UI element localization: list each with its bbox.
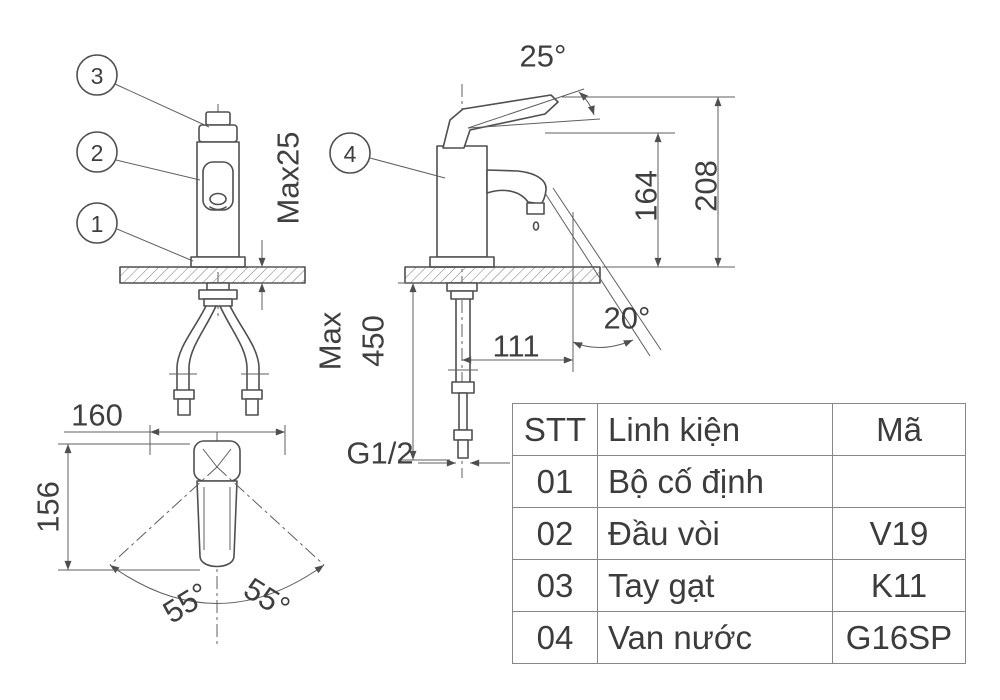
- pipe-coupler: [451, 381, 475, 394]
- dim-111-label: 111: [492, 329, 539, 364]
- hose-left-end: [177, 398, 191, 416]
- header-part: Linh kiện: [597, 403, 833, 456]
- callout-2-leader: [115, 159, 201, 181]
- handle-cap-front: [205, 111, 231, 126]
- body-top-view: [196, 480, 238, 568]
- callout-4-leader: [369, 157, 446, 179]
- swing-line-left: [109, 466, 218, 566]
- washer-side: [450, 290, 474, 300]
- aerator-side: [526, 202, 545, 215]
- pipe-thin: [458, 392, 468, 431]
- hose-left-inner: [188, 305, 217, 391]
- dim-156-label: 156: [31, 481, 66, 533]
- row-2-code: V19: [832, 507, 966, 560]
- row-4-part: Van nước: [597, 611, 833, 664]
- hose-left-fitting: [173, 389, 195, 400]
- parts-table: STT Linh kiện Mã 01 Bộ cố định 02 Đầu vò…: [512, 403, 966, 664]
- row-3-part: Tay gạt: [597, 559, 833, 612]
- countertop-hatch-side: [405, 267, 600, 283]
- hose-left-outer: [176, 305, 207, 391]
- swing-line-right: [216, 466, 325, 566]
- dim-25deg-label: 25°: [520, 39, 567, 74]
- handle-detail-line: [202, 448, 218, 468]
- callout-3-leader: [114, 83, 210, 128]
- callout-3-balloon: [76, 54, 118, 96]
- angle25-arc: [578, 91, 595, 116]
- dim-20deg-label: 20°: [604, 301, 651, 336]
- row-1-stt: 01: [512, 455, 598, 508]
- row-2-part: Đầu vòi: [597, 507, 833, 560]
- callout-2-number: 2: [91, 140, 104, 166]
- callout-4-balloon: [329, 132, 371, 174]
- table-row: 03 Tay gạt K11: [512, 559, 966, 612]
- spout-side: [486, 169, 547, 205]
- base-flange-front: [190, 256, 246, 268]
- angle20-ray-1: [544, 192, 651, 357]
- angle20-arc: [572, 339, 634, 349]
- handle-detail-line: [216, 448, 232, 468]
- callout-1-leader: [116, 228, 194, 262]
- base-flange-side: [429, 256, 495, 268]
- callout-1-number: 1: [91, 211, 104, 237]
- handle-lever-front: [198, 124, 238, 143]
- dim-g12-label: G1/2: [346, 436, 413, 471]
- angle25-ray-1: [467, 88, 585, 129]
- row-3-stt: 03: [512, 559, 598, 612]
- countertop-side: [404, 266, 601, 284]
- pipe-tip: [457, 439, 469, 459]
- hose-right-inner: [219, 305, 248, 391]
- mounting-nut-front: [198, 289, 238, 300]
- aerator-arc-front: [209, 206, 227, 211]
- row-4-code: G16SP: [832, 611, 966, 664]
- angle20-ray-2: [552, 187, 662, 351]
- top-view: 55° 55° 160 156: [31, 398, 325, 645]
- washer-front: [203, 298, 233, 307]
- countertop-hatch-front: [120, 267, 305, 283]
- dim-450-label: 450: [356, 315, 391, 367]
- mounting-nut-side: [446, 282, 478, 292]
- dim-max-label: Max: [313, 311, 348, 370]
- swing-arc: [109, 564, 325, 604]
- side-view: 4 25° 164 208 20° 111 Max 450 G1/2: [313, 39, 735, 478]
- water-drop: [532, 221, 540, 231]
- shank-front: [206, 282, 230, 291]
- row-2-stt: 02: [512, 507, 598, 560]
- callout-2-balloon: [76, 131, 118, 173]
- hose-right-end: [245, 398, 259, 416]
- hose-right-fitting: [241, 389, 263, 400]
- row-1-part: Bộ cố định: [597, 455, 833, 508]
- handle-top-view: [193, 440, 241, 482]
- angle25-ray-2: [467, 118, 601, 129]
- aerator-front: [209, 192, 227, 206]
- dim-208-label: 208: [689, 160, 724, 212]
- hose-right-outer: [229, 305, 260, 391]
- row-1-code: [832, 455, 966, 508]
- header-code: Mã: [832, 403, 966, 456]
- faucet-body-side: [436, 145, 488, 258]
- handle-lever-side: [442, 94, 559, 149]
- table-row: 01 Bộ cố định: [512, 455, 966, 508]
- pipe-fitting: [453, 429, 473, 441]
- row-3-code: K11: [832, 559, 966, 612]
- header-stt: STT: [512, 403, 598, 456]
- row-4-stt: 04: [512, 611, 598, 664]
- parts-table-header-row: STT Linh kiện Mã: [512, 403, 966, 456]
- table-row: 04 Van nước G16SP: [512, 611, 966, 664]
- dim-55deg-right-label: 55°: [238, 571, 296, 626]
- dim-164-label: 164: [629, 170, 664, 222]
- table-row: 02 Đầu vòi V19: [512, 507, 966, 560]
- callout-4-number: 4: [344, 141, 357, 167]
- dim-55deg-left-label: 55°: [157, 576, 215, 631]
- callout-1-balloon: [76, 202, 118, 244]
- callout-3-number: 3: [91, 63, 104, 89]
- front-view: 3 2 1 Max25: [76, 54, 306, 416]
- dim-max25-label: Max25: [271, 131, 306, 224]
- dim-160-label: 160: [71, 398, 123, 433]
